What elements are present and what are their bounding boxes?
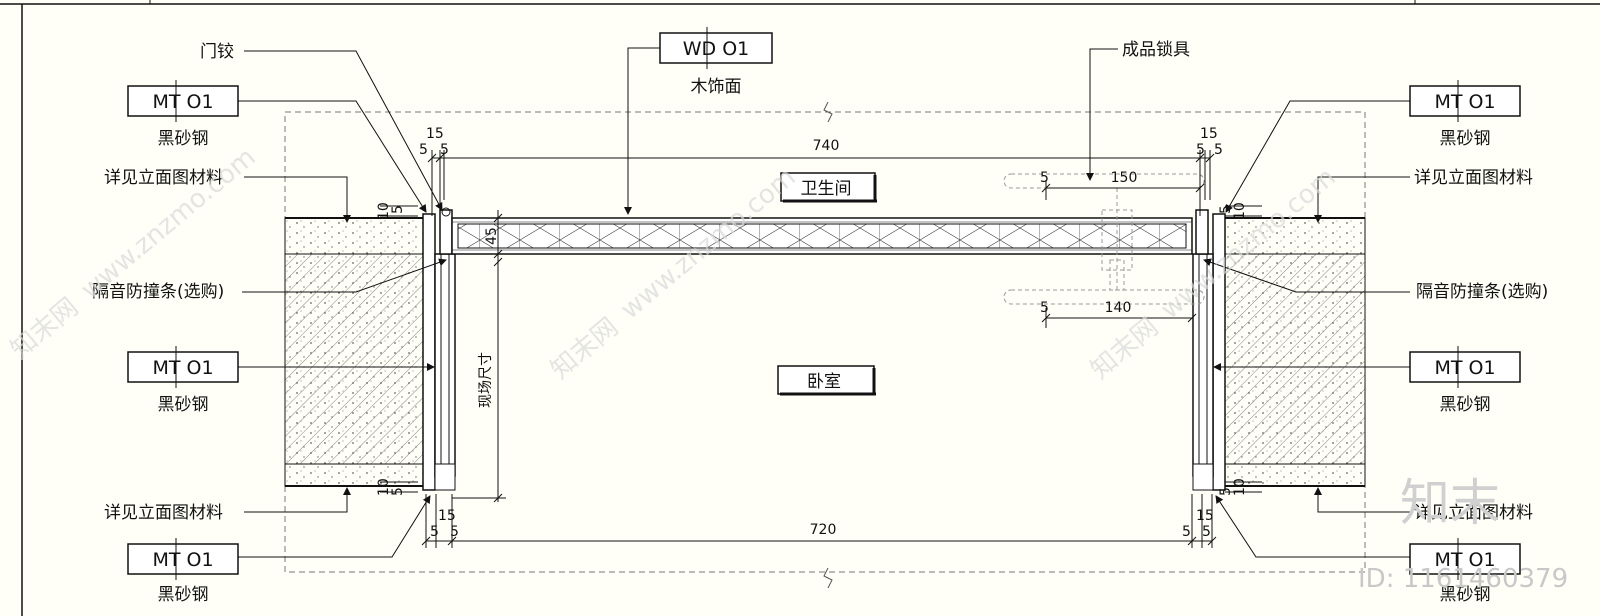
site-dimension-line [452,257,506,503]
dim-right-5b: 5 [1218,487,1234,496]
room-tag-bathroom: 卫生间 [780,172,877,203]
dim-top-left-15: 15 [426,126,444,142]
mt01-name-3: 黑砂钢 [158,585,209,605]
bedroom-label: 卧室 [807,372,841,392]
callout-seal-strip-left: 隔音防撞条(选购) [92,258,447,302]
mt01-code-1: MT O1 [152,91,213,113]
seal-strip-label-left: 隔音防撞条(选购) [92,282,224,302]
handle-dimension-lines [1041,180,1205,328]
dim-bottom-left-5b: 5 [450,524,459,540]
dim-top-right-15: 15 [1200,126,1218,142]
dim-right-10b: 10 [1232,478,1248,496]
tag-mt01-bottom-left: MT O1 黑砂钢 [127,495,431,605]
dim-bottom-right-5b: 5 [1202,524,1211,540]
bathroom-label: 卫生间 [801,179,852,199]
image-id-watermark: ID: 1161460379 [1358,564,1568,594]
see-elevation-label-1: 详见立面图材料 [104,168,223,188]
dim-bottom-right-15: 15 [1196,508,1214,524]
dim-top-left-5a: 5 [419,142,428,158]
tag-wd01: WD O1 木饰面 [624,27,773,215]
callout-see-elevation-top-left: 详见立面图材料 [104,168,351,223]
mt01-name-2: 黑砂钢 [158,395,209,415]
mt01-name-1: 黑砂钢 [158,129,209,149]
tag-mt01-top-right: MT O1 黑砂钢 [1225,80,1521,213]
lockset-label: 成品锁具 [1122,40,1190,60]
door-leaf [451,217,1193,255]
dim-door-thickness: 45 [484,227,500,245]
dim-left-10: 10 [376,202,392,220]
callout-see-elevation-top-right: 详见立面图材料 [1314,168,1533,223]
dim-top-right-5a: 5 [1196,142,1205,158]
mt01-name-5: 黑砂钢 [1440,395,1491,415]
room-tag-bedroom: 卧室 [777,365,876,396]
thickness-dimension [493,210,503,262]
see-elevation-label-4: 详见立面图材料 [1414,503,1533,523]
watermark-brand-2: 知末网 [545,312,624,385]
dim-left-5: 5 [390,205,406,214]
right-wall [1192,209,1366,491]
callout-see-elevation-bottom-left: 详见立面图材料 [104,487,351,523]
mt01-name-4: 黑砂钢 [1440,129,1491,149]
mt01-code-6: MT O1 [1434,549,1495,571]
seal-strip-label-right: 隔音防撞条(选购) [1416,282,1548,302]
site-dimension-label: 现场尺寸 [478,352,494,408]
see-elevation-label-3: 详见立面图材料 [1414,168,1533,188]
callout-lockset: 成品锁具 [1086,40,1190,181]
mt01-code-3: MT O1 [152,549,213,571]
dim-handle-5b: 5 [1040,300,1049,316]
tag-mt01-mid-right: MT O1 黑砂钢 [1213,346,1521,415]
dim-bottom-left-5a: 5 [430,524,439,540]
dim-handle-5a: 5 [1040,170,1049,186]
dim-handle-150: 150 [1111,170,1138,186]
watermark-brand-3: 知末网 [1085,312,1164,385]
left-wall [284,207,456,491]
wd01-code: WD O1 [683,38,750,60]
dim-right-10: 10 [1232,202,1248,220]
corner-brand-logo: 知末 [1400,474,1500,532]
callout-seal-strip-right: 隔音防撞条(选购) [1203,258,1548,302]
mt01-code-2: MT O1 [152,357,213,379]
see-elevation-label-2: 详见立面图材料 [104,503,223,523]
callout-see-elevation-bottom-right: 详见立面图材料 [1314,487,1533,523]
watermark-brand-1: 知末网 [5,292,84,365]
dim-left-5b: 5 [390,487,406,496]
watermark-url-1: www.znzmo.com [75,142,261,305]
tag-mt01-top-left: MT O1 黑砂钢 [127,80,427,213]
dim-top-left-5b: 5 [440,142,449,158]
dim-handle-140: 140 [1105,300,1132,316]
dim-top-right-5b: 5 [1214,142,1223,158]
watermark-layer: 知末网 www.znzmo.com 知末网 www.znzmo.com 知末网 … [5,142,1341,385]
dim-top-overall: 740 [813,138,840,154]
mt01-code-5: MT O1 [1434,357,1495,379]
wd01-name: 木饰面 [691,77,742,97]
tag-mt01-bottom-right: MT O1 黑砂钢 [1215,495,1521,605]
mt01-code-4: MT O1 [1434,91,1495,113]
dim-right-5: 5 [1218,205,1234,214]
hinge-label: 门铰 [200,42,234,62]
dim-bottom-overall: 720 [810,522,837,538]
dim-bottom-right-5a: 5 [1182,524,1191,540]
mt01-name-6: 黑砂钢 [1440,585,1491,605]
dim-left-10b: 10 [376,478,392,496]
dim-bottom-left-15: 15 [438,508,456,524]
lockset-outline [1003,173,1205,305]
callout-hinge: 门铰 [200,42,443,211]
bottom-dimension-line [421,494,1217,548]
tag-mt01-mid-left: MT O1 黑砂钢 [127,346,435,415]
small-side-dims [380,205,1262,493]
